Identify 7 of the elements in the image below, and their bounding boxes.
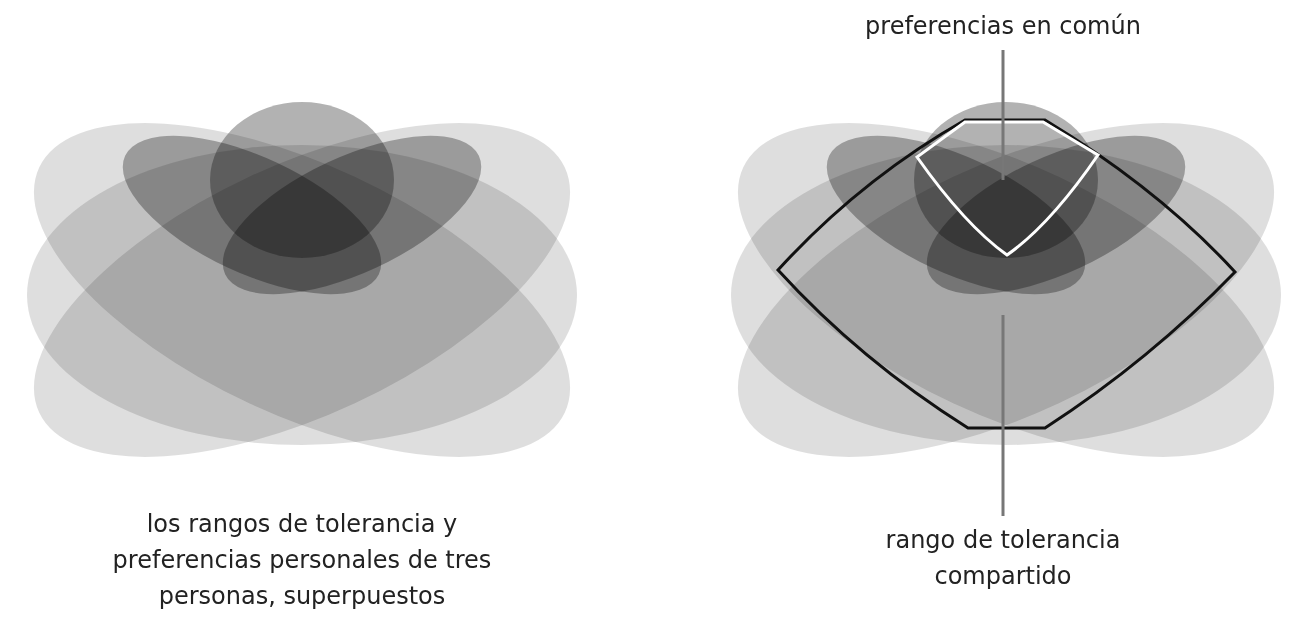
annotation-label: rango de tolerancia compartido (853, 522, 1153, 594)
leader-line (1001, 315, 1005, 516)
caption-text: los rangos de tolerancia y preferencias personales de tres personas, superpuestos (111, 509, 493, 612)
shared-tolerance-outline (776, 118, 1237, 430)
annotation-label: preferencias en común (853, 8, 1153, 44)
leader-line (1001, 50, 1005, 180)
common-preferences-outline (915, 120, 1100, 257)
